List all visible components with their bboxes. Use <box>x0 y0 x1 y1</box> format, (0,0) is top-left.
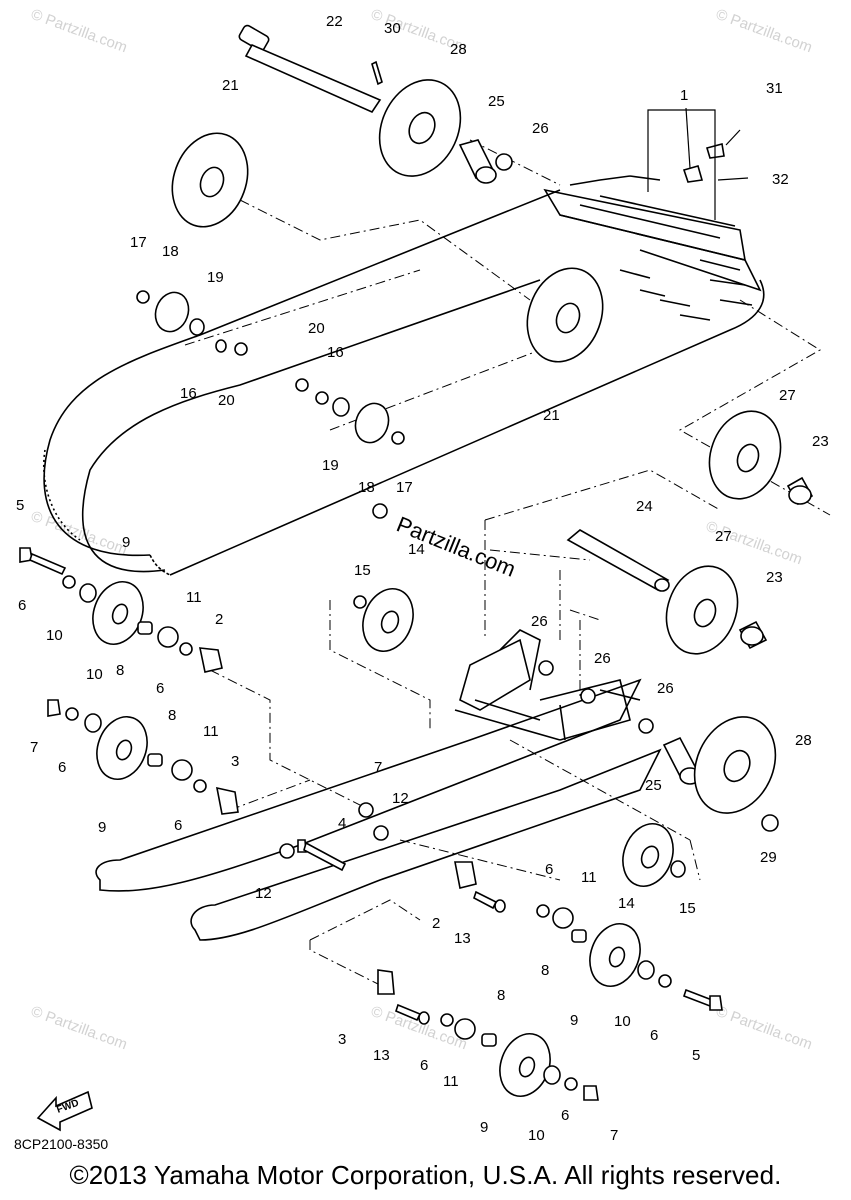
callout-11: 11 <box>443 1073 459 1090</box>
callout-25: 25 <box>645 777 662 794</box>
callout-32: 32 <box>772 171 789 188</box>
callout-21: 21 <box>222 77 239 94</box>
callout-13: 13 <box>454 930 471 947</box>
corner-watermark: © Partzilla.com <box>29 6 130 57</box>
callout-9: 9 <box>98 819 106 836</box>
callout-24: 24 <box>636 498 653 515</box>
callout-11: 11 <box>581 869 597 886</box>
callout-5: 5 <box>692 1047 700 1064</box>
callout-9: 9 <box>122 534 130 551</box>
callout-15: 15 <box>679 900 696 917</box>
callout-8: 8 <box>541 962 549 979</box>
callout-6: 6 <box>545 861 553 878</box>
copyright-notice: ©2013 Yamaha Motor Corporation, U.S.A. A… <box>69 1160 782 1190</box>
callout-9: 9 <box>570 1012 578 1029</box>
parts <box>19 24 814 1101</box>
corner-watermark: © Partzilla.com <box>714 1003 815 1054</box>
callout-16: 16 <box>327 344 344 361</box>
callout-15: 15 <box>354 562 371 579</box>
callout-7: 7 <box>374 759 382 776</box>
callout-26: 26 <box>532 120 549 137</box>
callout-4: 4 <box>338 815 346 832</box>
callout-10: 10 <box>528 1127 545 1144</box>
callout-6: 6 <box>156 680 164 697</box>
callout-6: 6 <box>18 597 26 614</box>
callout-6: 6 <box>58 759 66 776</box>
callout-25: 25 <box>488 93 505 110</box>
callout-11: 11 <box>186 589 202 606</box>
callout-18: 18 <box>162 243 179 260</box>
callout-17: 17 <box>396 479 413 496</box>
callout-23: 23 <box>812 433 829 450</box>
callout-16: 16 <box>180 385 197 402</box>
callout-31: 31 <box>766 80 783 97</box>
callout-2: 2 <box>432 915 440 932</box>
corner-watermark: © Partzilla.com <box>29 508 130 559</box>
callout-12: 12 <box>255 885 272 902</box>
callout-8: 8 <box>168 707 176 724</box>
callout-27: 27 <box>779 387 796 404</box>
callout-7: 7 <box>610 1127 618 1144</box>
callout-10: 10 <box>46 627 63 644</box>
callout-14: 14 <box>618 895 635 912</box>
callout-5: 5 <box>16 497 24 514</box>
callout-30: 30 <box>384 20 401 37</box>
callout-layer: 1223345566666666777888899991010101011111… <box>16 13 829 1144</box>
corner-watermark: © Partzilla.com <box>29 1003 130 1054</box>
callout-3: 3 <box>231 753 239 770</box>
callout-17: 17 <box>130 234 147 251</box>
callout-11: 11 <box>203 723 219 740</box>
callout-9: 9 <box>480 1119 488 1136</box>
callout-6: 6 <box>174 817 182 834</box>
callout-8: 8 <box>116 662 124 679</box>
callout-2: 2 <box>215 611 223 628</box>
callout-28: 28 <box>450 41 467 58</box>
diagram-code: 8CP2100-8350 <box>14 1136 109 1152</box>
callout-10: 10 <box>86 666 103 683</box>
callout-3: 3 <box>338 1031 346 1048</box>
callout-26: 26 <box>594 650 611 667</box>
callout-20: 20 <box>218 392 235 409</box>
callout-26: 26 <box>531 613 548 630</box>
callout-8: 8 <box>497 987 505 1004</box>
callout-18: 18 <box>358 479 375 496</box>
fwd-arrow: FWD <box>36 1090 93 1132</box>
callout-7: 7 <box>30 739 38 756</box>
corner-watermark: © Partzilla.com <box>714 6 815 57</box>
leader-lines <box>184 139 831 986</box>
callout-12: 12 <box>392 790 409 807</box>
callout-10: 10 <box>614 1013 631 1030</box>
slide-rails <box>95 629 662 941</box>
callout-6: 6 <box>561 1107 569 1124</box>
callout-21: 21 <box>543 407 560 424</box>
group-brackets <box>647 107 749 220</box>
callout-26: 26 <box>657 680 674 697</box>
callout-6: 6 <box>650 1027 658 1044</box>
callout-13: 13 <box>373 1047 390 1064</box>
callout-23: 23 <box>766 569 783 586</box>
callout-14: 14 <box>408 541 425 558</box>
callout-28: 28 <box>795 732 812 749</box>
callout-1: 1 <box>680 87 688 104</box>
callout-6: 6 <box>420 1057 428 1074</box>
callout-22: 22 <box>326 13 343 30</box>
callout-19: 19 <box>322 457 339 474</box>
callout-20: 20 <box>308 320 325 337</box>
callout-29: 29 <box>760 849 777 866</box>
callout-19: 19 <box>207 269 224 286</box>
callout-27: 27 <box>715 528 732 545</box>
